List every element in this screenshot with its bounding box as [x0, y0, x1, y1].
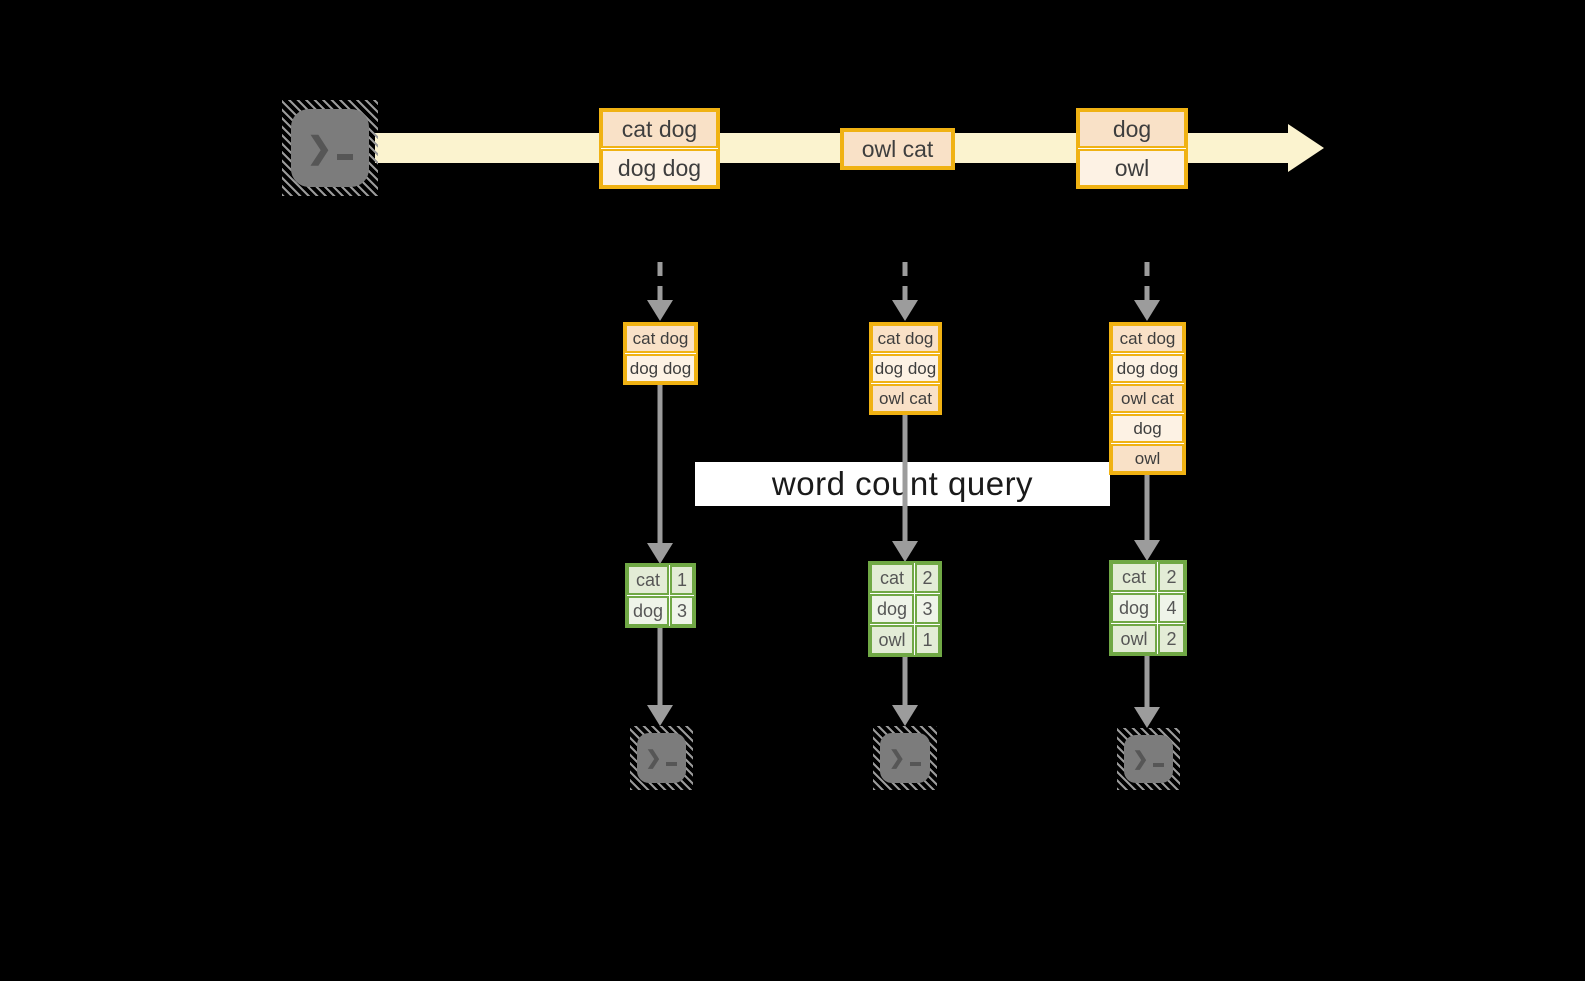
count-value: 2 [1158, 624, 1185, 654]
state-row: dog dog [1111, 354, 1184, 383]
stream-event-box-3: dog owl [1076, 108, 1188, 189]
state-row: owl cat [871, 384, 940, 413]
count-word: dog [627, 596, 669, 626]
state-to-count-arrowhead-3 [1134, 540, 1160, 561]
stream-event-box-2: owl cat [840, 128, 955, 170]
state-box-3: cat dog dog dog owl cat dog owl [1109, 322, 1186, 475]
count-table-2: cat 2 dog 3 owl 1 [868, 561, 942, 657]
state-row: cat dog [871, 324, 940, 353]
terminal-icon-sink-3: ❯ [1117, 728, 1180, 790]
dashed-arrowhead-2 [892, 300, 918, 321]
stream-event-row: owl cat [842, 130, 953, 168]
count-to-sink-arrowhead-3 [1134, 707, 1160, 728]
count-value: 1 [670, 565, 694, 595]
state-box-2: cat dog dog dog owl cat [869, 322, 942, 415]
terminal-prompt-underscore [909, 762, 921, 766]
state-row: owl cat [1111, 384, 1184, 413]
terminal-icon-source: ❯ [282, 100, 378, 196]
terminal-prompt-chevron: ❯ [1132, 748, 1149, 770]
state-row: cat dog [1111, 324, 1184, 353]
terminal-icon-sink-1: ❯ [630, 726, 693, 790]
count-word: dog [870, 594, 914, 624]
state-row: dog [1111, 414, 1184, 443]
stream-event-row: dog dog [601, 149, 718, 187]
terminal-prompt-underscore [1153, 763, 1165, 767]
count-value: 2 [915, 563, 940, 593]
terminal-prompt-chevron: ❯ [645, 747, 662, 769]
count-word: owl [1111, 624, 1157, 654]
count-table-3: cat 2 dog 4 owl 2 [1109, 560, 1187, 656]
count-word: owl [870, 625, 914, 655]
dashed-arrowhead-1 [647, 300, 673, 321]
state-to-count-arrowhead-1 [647, 543, 673, 564]
count-word: dog [1111, 593, 1157, 623]
stream-event-row: cat dog [601, 110, 718, 148]
terminal-prompt-chevron: ❯ [306, 131, 333, 165]
count-word: cat [870, 563, 914, 593]
stream-event-row: dog [1078, 110, 1186, 148]
query-label: word count query [695, 462, 1110, 506]
stream-arrowhead [1288, 124, 1324, 172]
count-word: cat [1111, 562, 1157, 592]
terminal-icon-body: ❯ [1124, 735, 1173, 783]
dashed-arrowhead-3 [1134, 300, 1160, 321]
stream-event-box-1: cat dog dog dog [599, 108, 720, 189]
state-row: owl [1111, 444, 1184, 473]
count-to-sink-arrowhead-1 [647, 705, 673, 726]
state-box-1: cat dog dog dog [623, 322, 698, 385]
terminal-icon-body: ❯ [291, 109, 369, 187]
count-to-sink-arrowhead-2 [892, 705, 918, 726]
count-value: 3 [670, 596, 694, 626]
count-value: 2 [1158, 562, 1185, 592]
stream-event-row: owl [1078, 149, 1186, 187]
terminal-prompt-chevron: ❯ [889, 747, 905, 769]
terminal-prompt-underscore [337, 154, 354, 160]
state-row: dog dog [871, 354, 940, 383]
count-word: cat [627, 565, 669, 595]
terminal-icon-body: ❯ [637, 733, 686, 783]
state-row: dog dog [625, 354, 696, 383]
count-value: 3 [915, 594, 940, 624]
count-value: 4 [1158, 593, 1185, 623]
count-value: 1 [915, 625, 940, 655]
count-table-1: cat 1 dog 3 [625, 563, 696, 628]
terminal-icon-sink-2: ❯ [873, 726, 937, 790]
terminal-prompt-underscore [666, 762, 678, 766]
state-row: cat dog [625, 324, 696, 353]
state-to-count-arrowhead-2 [892, 541, 918, 562]
terminal-icon-body: ❯ [880, 733, 930, 783]
